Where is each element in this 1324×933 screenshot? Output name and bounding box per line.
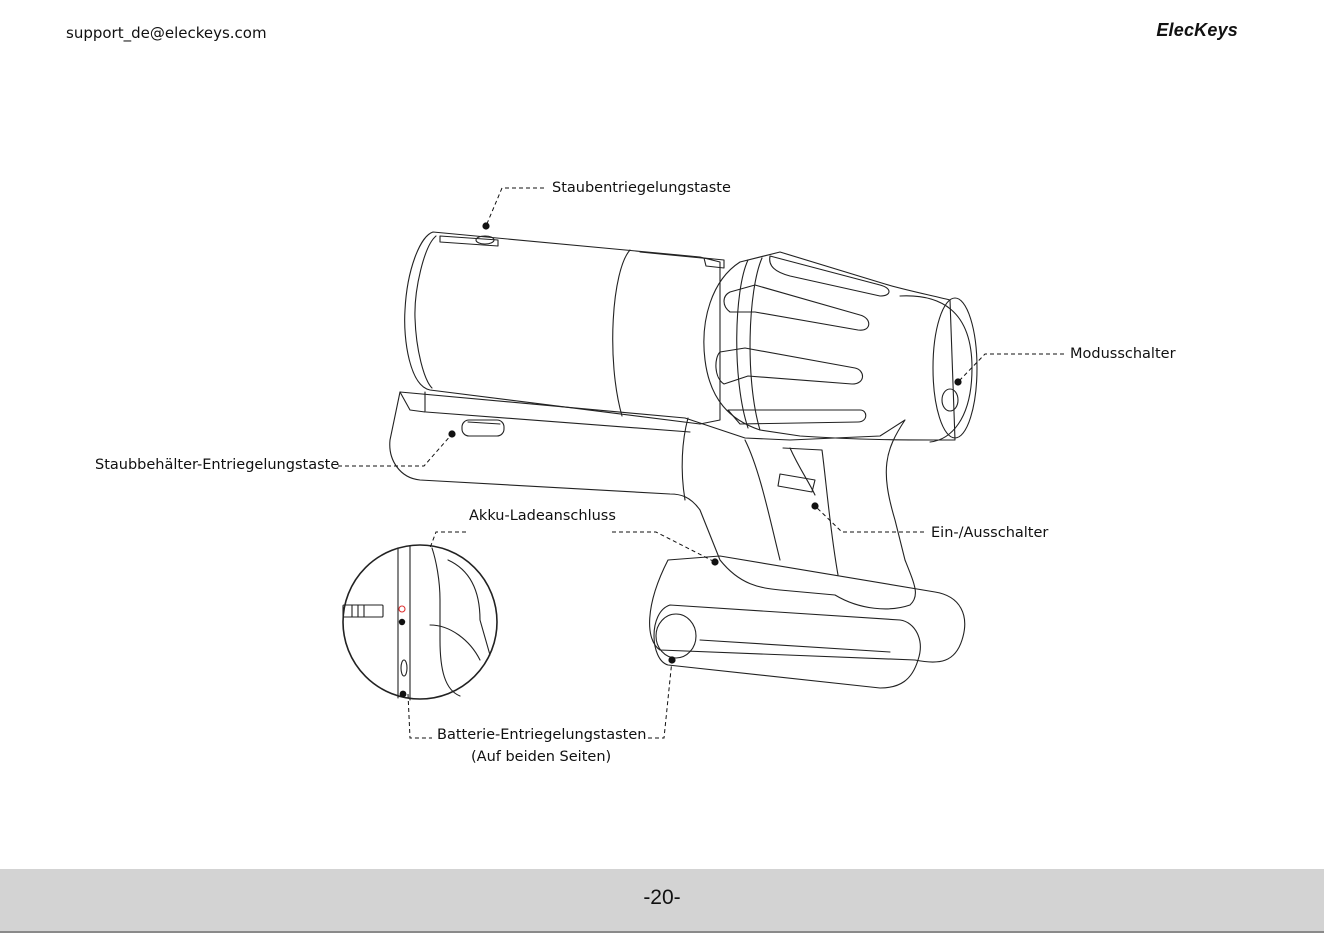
leader-mode-switch [958, 354, 1064, 382]
fin-top [770, 256, 889, 296]
leader-container-release [338, 434, 452, 466]
charger-plug [343, 605, 383, 617]
label-mode-switch: Modusschalter [1070, 346, 1176, 362]
label-power-switch: Ein-/Ausschalter [931, 525, 1048, 541]
fin-lower [728, 410, 866, 424]
label-container-release: Staubbehälter-Entriegelungstaste [95, 457, 339, 473]
battery-base [650, 556, 965, 662]
dust-bin-cylinder [405, 232, 720, 424]
end-cap [933, 298, 977, 438]
mode-button-shape [942, 389, 958, 411]
page-number: -20- [0, 886, 1324, 910]
label-dust-release: Staubentriegelungstaste [552, 180, 731, 196]
label-charge-port: Akku-Ladeanschluss [469, 508, 616, 524]
fin-upper [724, 285, 869, 330]
label-battery-release-note: (Auf beiden Seiten) [471, 749, 611, 765]
charge-port-inset [343, 545, 497, 699]
leader-dust-release [486, 188, 544, 226]
label-battery-release: Batterie-Entriegelungstasten [437, 727, 646, 743]
leader-charge-port [430, 532, 715, 562]
